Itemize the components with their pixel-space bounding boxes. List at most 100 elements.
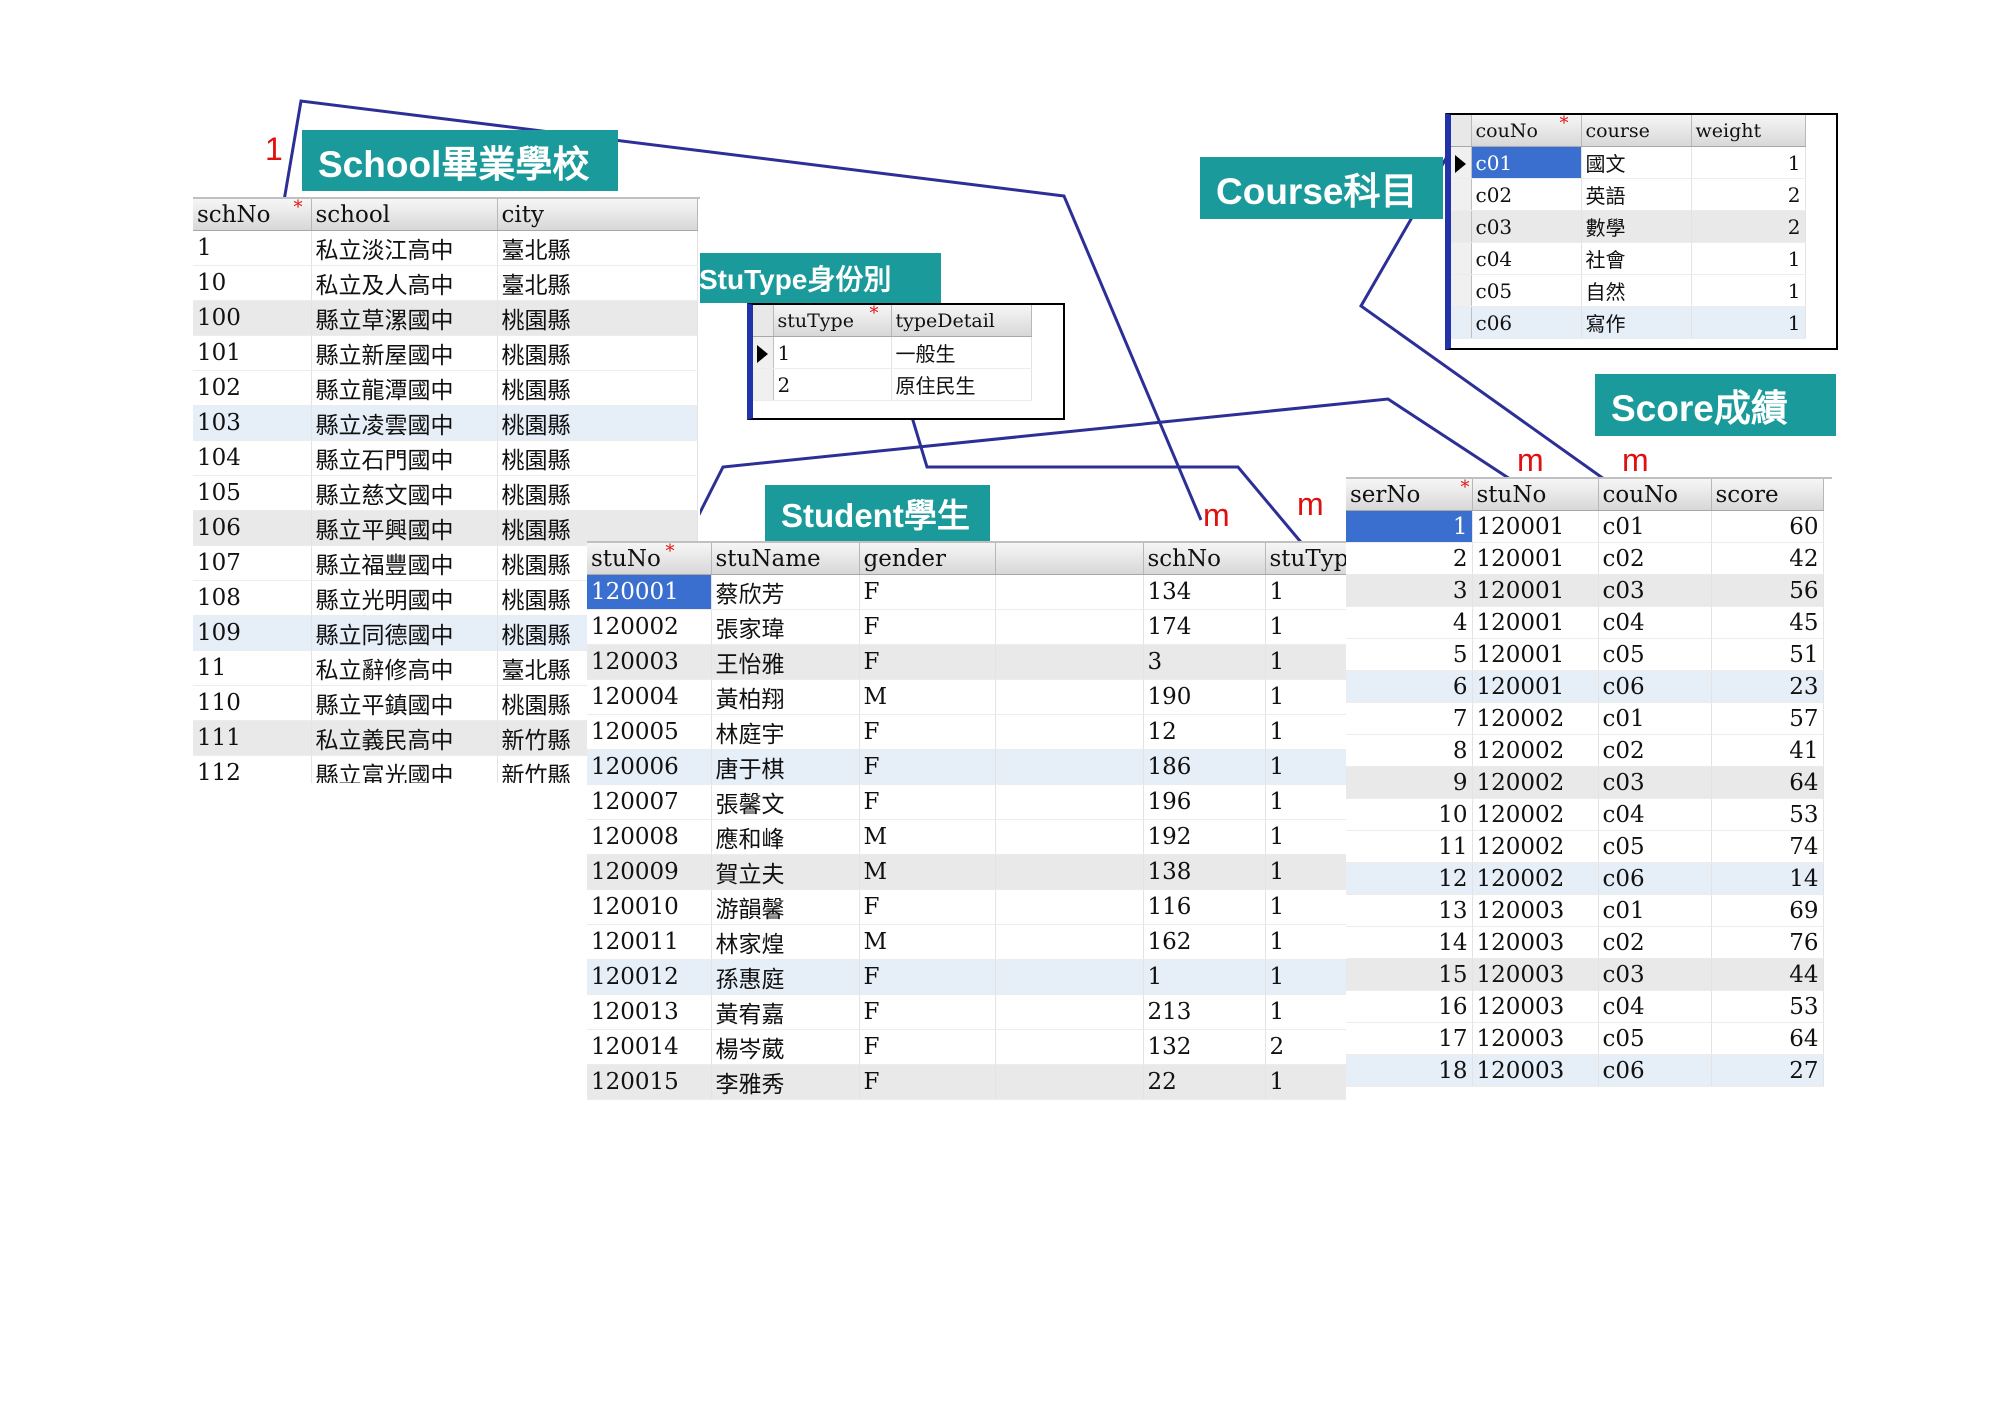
table-cell[interactable]: 黃宥嘉 [711, 994, 860, 1030]
table-cell[interactable]: M [859, 854, 996, 890]
table-cell[interactable] [995, 854, 1144, 890]
row-selector[interactable] [1451, 306, 1472, 339]
table-cell[interactable]: 1 [1691, 306, 1806, 339]
table-cell[interactable]: 數學 [1581, 210, 1692, 243]
table-cell[interactable]: c03 [1598, 958, 1712, 991]
table-cell[interactable]: F [859, 889, 996, 925]
table-cell[interactable]: 120001 [1472, 670, 1599, 703]
table-cell[interactable]: 縣立草漯國中 [311, 300, 498, 336]
table-cell[interactable]: 120003 [1472, 958, 1599, 991]
table-cell[interactable]: 23 [1711, 670, 1824, 703]
table-cell[interactable]: 18 [1346, 1054, 1473, 1087]
table-cell[interactable]: c02 [1471, 178, 1582, 211]
table-cell[interactable]: 190 [1143, 679, 1266, 715]
table-cell[interactable]: 李雅秀 [711, 1064, 860, 1100]
table-cell[interactable]: 120002 [1472, 798, 1599, 831]
table-cell[interactable]: 1 [193, 230, 312, 266]
table-cell[interactable]: 6 [1346, 670, 1473, 703]
table-cell[interactable]: 134 [1143, 574, 1266, 610]
table-cell[interactable]: 10 [1346, 798, 1473, 831]
table-cell[interactable]: 1 [1346, 510, 1473, 543]
table-cell[interactable]: 唐于棋 [711, 749, 860, 785]
table-cell[interactable]: 15 [1346, 958, 1473, 991]
column-header[interactable]: stuNo* [587, 543, 712, 575]
table-cell[interactable]: 45 [1711, 606, 1824, 639]
row-selector[interactable] [1451, 210, 1472, 243]
table-cell[interactable]: 44 [1711, 958, 1824, 991]
table-cell[interactable]: c01 [1598, 510, 1712, 543]
table-cell[interactable]: 1 [1143, 959, 1266, 995]
table-cell[interactable]: 孫惠庭 [711, 959, 860, 995]
table-cell[interactable]: 196 [1143, 784, 1266, 820]
table-cell[interactable]: 10 [193, 265, 312, 301]
column-header[interactable]: course [1581, 115, 1692, 147]
column-header[interactable]: schNo* [193, 199, 312, 231]
table-cell[interactable]: 120002 [1472, 830, 1599, 863]
table-cell[interactable]: 14 [1346, 926, 1473, 959]
table-cell[interactable]: 私立義民高中 [311, 720, 498, 756]
table-cell[interactable]: 臺北縣 [497, 230, 698, 266]
table-cell[interactable]: c01 [1471, 146, 1582, 179]
table-cell[interactable]: F [859, 959, 996, 995]
table-cell[interactable]: 3 [1143, 644, 1266, 680]
table-cell[interactable]: 1 [1691, 274, 1806, 307]
table-cell[interactable] [995, 1064, 1144, 1100]
table-cell[interactable]: F [859, 574, 996, 610]
table-cell[interactable]: 9 [1346, 766, 1473, 799]
table-cell[interactable]: 76 [1711, 926, 1824, 959]
table-cell[interactable]: 120010 [587, 889, 712, 925]
table-cell[interactable]: 120015 [587, 1064, 712, 1100]
table-cell[interactable]: 64 [1711, 1022, 1824, 1055]
row-selector[interactable] [1451, 146, 1472, 179]
table-cell[interactable]: 1 [1691, 242, 1806, 275]
row-selector[interactable] [1451, 274, 1472, 307]
table-cell[interactable]: 11 [1346, 830, 1473, 863]
table-cell[interactable]: 12 [1346, 862, 1473, 895]
table-cell[interactable]: 64 [1711, 766, 1824, 799]
table-cell[interactable]: 56 [1711, 574, 1824, 607]
table-cell[interactable]: 13 [1346, 894, 1473, 927]
table-cell[interactable]: 176 [1143, 1099, 1266, 1100]
table-cell[interactable]: M [859, 679, 996, 715]
table-cell[interactable]: F [859, 749, 996, 785]
table-cell[interactable]: 22 [1143, 1064, 1266, 1100]
table-cell[interactable]: 縣立同德國中 [311, 615, 498, 651]
table-cell[interactable]: 69 [1711, 894, 1824, 927]
table-cell[interactable] [995, 574, 1144, 610]
row-selector[interactable] [1451, 178, 1472, 211]
table-cell[interactable]: 120002 [1472, 862, 1599, 895]
table-cell[interactable]: 120012 [587, 959, 712, 995]
table-cell[interactable]: 游韻馨 [711, 889, 860, 925]
column-header[interactable]: stuType* [773, 305, 892, 337]
table-cell[interactable]: 2 [1346, 542, 1473, 575]
table-cell[interactable]: 51 [1711, 638, 1824, 671]
table-cell[interactable]: 2 [1691, 210, 1806, 243]
table-cell[interactable]: 桃園縣 [497, 475, 698, 511]
table-cell[interactable]: 寫作 [1581, 306, 1692, 339]
table-cell[interactable] [995, 679, 1144, 715]
table-cell[interactable]: 120003 [1472, 926, 1599, 959]
table-cell[interactable]: 120009 [587, 854, 712, 890]
table-cell[interactable]: 120005 [587, 714, 712, 750]
row-selector[interactable] [753, 336, 774, 369]
table-cell[interactable]: 私立辭修高中 [311, 650, 498, 686]
